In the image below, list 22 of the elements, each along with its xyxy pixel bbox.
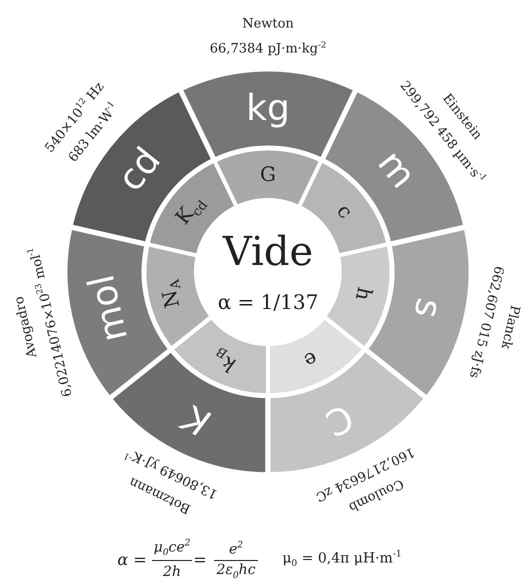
unit-symbol: kg: [246, 90, 290, 126]
formula-text: 2ε$_{0}$hc: [216, 563, 256, 581]
unit-symbol: m: [370, 145, 421, 195]
unit-symbol: s: [408, 295, 448, 322]
constant-caption: Avogadro: [12, 295, 40, 360]
formula-text: 2h: [163, 565, 181, 579]
constant-symbol: c: [333, 200, 356, 222]
constant-caption: 66,7384 pJ·m·kg$^{-2}$: [210, 40, 326, 56]
constant-symbol: G: [260, 164, 276, 184]
constant-caption: Newton: [242, 18, 294, 30]
formula-text: α =: [117, 552, 147, 568]
constant-caption: Planck: [498, 304, 522, 350]
unit-symbol: cd: [112, 142, 168, 198]
constant-symbol: h: [352, 285, 375, 302]
center-formula: α = 1/137: [218, 292, 318, 312]
unit-symbol: mol: [84, 272, 134, 346]
unit-symbol: K: [178, 398, 216, 441]
formula-text: μ$_{0}$ = 0,4π μH·m$^{-1}$: [282, 550, 402, 570]
center-title: Vide: [222, 232, 314, 272]
formula-text: e$^{2}$: [228, 542, 244, 556]
formula-text: =: [193, 552, 207, 568]
formula-text: μ$_{0}$ce$^{2}$: [154, 540, 190, 558]
